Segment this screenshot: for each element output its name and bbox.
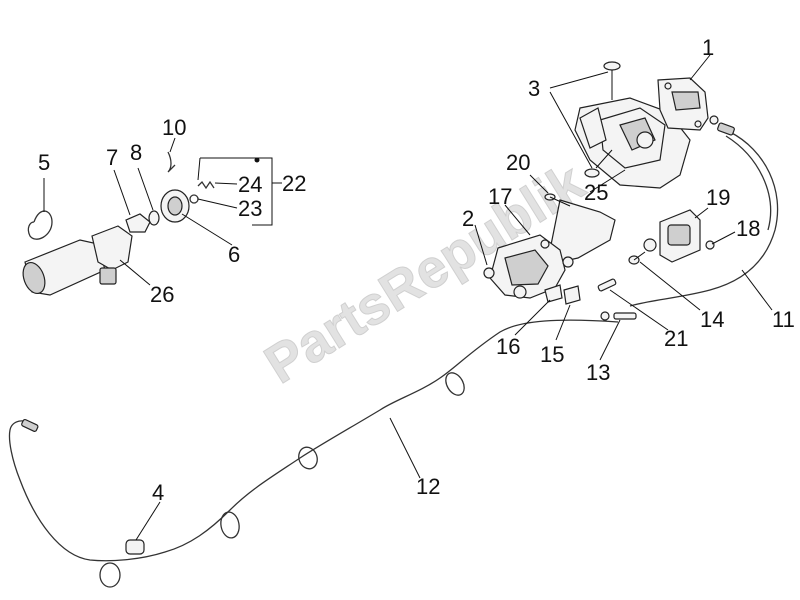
- spring-24: [197, 180, 215, 190]
- cable-11: [629, 131, 779, 307]
- bolt-14: [628, 251, 646, 265]
- callout-13: 13: [586, 360, 610, 385]
- callout-20: 20: [506, 150, 530, 175]
- pin-21: [597, 278, 617, 292]
- callout-4: 4: [152, 480, 164, 505]
- washer-8: [148, 210, 160, 226]
- actuator-19: [643, 209, 715, 263]
- clip-16: [544, 284, 563, 303]
- screw-3-top: [603, 61, 621, 100]
- callout-24: 24: [238, 172, 262, 197]
- callout-2: 2: [462, 206, 474, 231]
- lock-cylinder-7: [125, 213, 151, 233]
- detail-dot: [254, 157, 260, 163]
- cam-6: [160, 189, 190, 223]
- cable-clip-4: [125, 539, 145, 555]
- callout-17: 17: [488, 184, 512, 209]
- callout-1: 1: [702, 35, 714, 60]
- lock-housing-26: [22, 225, 133, 296]
- cable-11-end: [717, 122, 735, 136]
- bolt-13: [600, 311, 637, 321]
- callout-3: 3: [528, 76, 540, 101]
- cable-loop: [298, 446, 318, 470]
- leader-lines: [43, 54, 773, 541]
- spring-clip-10: [167, 151, 176, 173]
- screw-3-bottom: [584, 149, 613, 178]
- callout-labels: 1 2 3 4 5 6 7 8 10 11 12 13 14 15 16 17 …: [38, 35, 795, 505]
- callout-16: 16: [496, 334, 520, 359]
- callout-11: 11: [772, 307, 795, 332]
- callout-6: 6: [228, 242, 240, 267]
- ring-5: [27, 210, 53, 240]
- bolt-20: [544, 193, 571, 207]
- cable-loop: [99, 562, 121, 588]
- callout-26: 26: [150, 282, 174, 307]
- callout-25: 25: [584, 180, 608, 205]
- callout-8: 8: [130, 140, 142, 165]
- cable-end-fitting: [21, 418, 39, 432]
- latch-plate-1: [657, 77, 719, 131]
- callout-7: 7: [106, 145, 118, 170]
- cable-11-inner: [725, 135, 772, 231]
- cable-loop: [220, 511, 240, 539]
- clip-15: [563, 285, 581, 305]
- seat-lock-assembly: [574, 97, 691, 189]
- ring-23: [189, 194, 199, 204]
- nut-2: [483, 267, 495, 279]
- callout-10: 10: [162, 115, 186, 140]
- callout-21: 21: [664, 326, 688, 351]
- callout-19: 19: [706, 185, 730, 210]
- cable-12: [8, 319, 619, 562]
- cable-loop: [445, 372, 465, 396]
- callout-18: 18: [736, 216, 760, 241]
- callout-12: 12: [416, 474, 440, 499]
- callout-22: 22: [282, 171, 306, 196]
- callout-5: 5: [38, 150, 50, 175]
- bracket-assembly: [489, 199, 616, 299]
- callout-14: 14: [700, 307, 724, 332]
- callout-23: 23: [238, 196, 262, 221]
- callout-15: 15: [540, 342, 564, 367]
